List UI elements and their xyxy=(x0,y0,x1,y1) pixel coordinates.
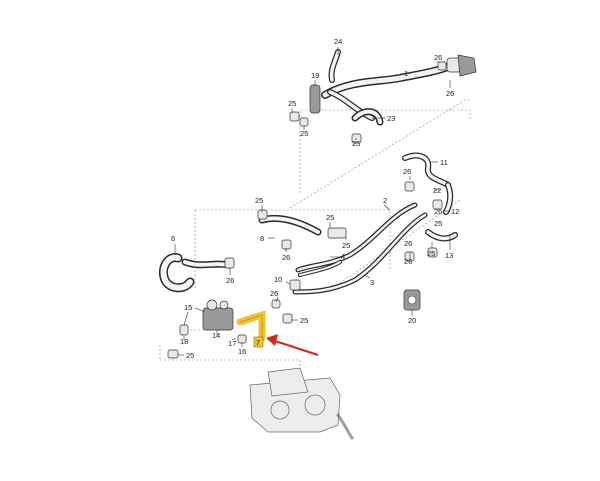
hose-6 xyxy=(159,253,232,293)
group-frames xyxy=(159,99,471,385)
callout-25-a: 25 xyxy=(288,99,296,108)
callout-17: 17 xyxy=(228,339,236,348)
callout-23: 23 xyxy=(387,114,395,123)
callout-25-i: 25 xyxy=(300,316,308,325)
callout-15: 15 xyxy=(184,303,192,312)
callout-8: 8 xyxy=(260,234,264,243)
hose-12 xyxy=(443,182,454,215)
pipe-2 xyxy=(295,202,418,273)
callout-6: 6 xyxy=(171,234,175,243)
callout-26-g: 26 xyxy=(282,253,290,262)
callout-25-f: 25 xyxy=(255,196,263,205)
callout-7: 7 xyxy=(256,338,260,347)
callout-26-e: 26 xyxy=(404,239,412,248)
callout-20: 20 xyxy=(408,316,416,325)
callout-labels: 24 1 26 26 19 25 25 23 25 11 26 22 12 26… xyxy=(171,37,459,360)
callout-24: 24 xyxy=(334,37,342,46)
pipe-3 xyxy=(292,212,428,295)
callout-2: 2 xyxy=(383,196,387,205)
callout-4: 4 xyxy=(341,252,345,261)
callout-14: 14 xyxy=(212,331,220,340)
engine-block xyxy=(249,367,354,440)
valve-block-14 xyxy=(202,299,234,331)
bracket-19 xyxy=(309,84,321,114)
callout-19: 19 xyxy=(311,71,319,80)
hose-1 xyxy=(321,62,454,121)
callout-26-c: 26 xyxy=(403,167,411,176)
callout-10: 10 xyxy=(274,275,282,284)
pipe-7-highlighted xyxy=(236,310,266,342)
callout-18: 18 xyxy=(180,337,188,346)
callout-26-a: 26 xyxy=(434,53,442,62)
hose-11 xyxy=(402,152,451,188)
flange-20 xyxy=(403,289,421,311)
callout-26-h: 26 xyxy=(226,276,234,285)
callout-26-i: 26 xyxy=(270,289,278,298)
callout-25-c: 25 xyxy=(352,139,360,148)
hose-8 xyxy=(258,214,322,236)
clamp-8 xyxy=(327,227,347,239)
callout-13: 13 xyxy=(445,251,453,260)
callout-11: 11 xyxy=(440,158,448,167)
callout-16: 16 xyxy=(238,347,246,356)
leader-lines xyxy=(174,47,451,356)
hose-13 xyxy=(425,229,458,242)
connector-top-right xyxy=(446,54,477,77)
small-parts xyxy=(167,61,447,359)
red-pointer-arrow xyxy=(266,334,319,357)
callout-26-b: 26 xyxy=(446,89,454,98)
callout-26-f: 26 xyxy=(404,257,412,266)
callout-25-j: 25 xyxy=(186,351,194,360)
callout-25-d: 25 xyxy=(434,219,442,228)
callout-3: 3 xyxy=(370,278,374,287)
pipe-4 xyxy=(298,260,342,277)
callout-7-highlight-box xyxy=(253,336,264,348)
callout-1: 1 xyxy=(404,69,408,78)
callout-25-b: 25 xyxy=(300,129,308,138)
callout-25-g: 25 xyxy=(326,213,334,222)
hose-24 xyxy=(328,49,341,83)
callout-22: 22 xyxy=(433,186,441,195)
hose-23 xyxy=(351,108,384,126)
callout-12: 12 xyxy=(451,207,459,216)
callout-25-h: 25 xyxy=(342,241,350,250)
callout-26-d: 26 xyxy=(434,207,442,216)
callout-25-e: 25 xyxy=(427,249,435,258)
